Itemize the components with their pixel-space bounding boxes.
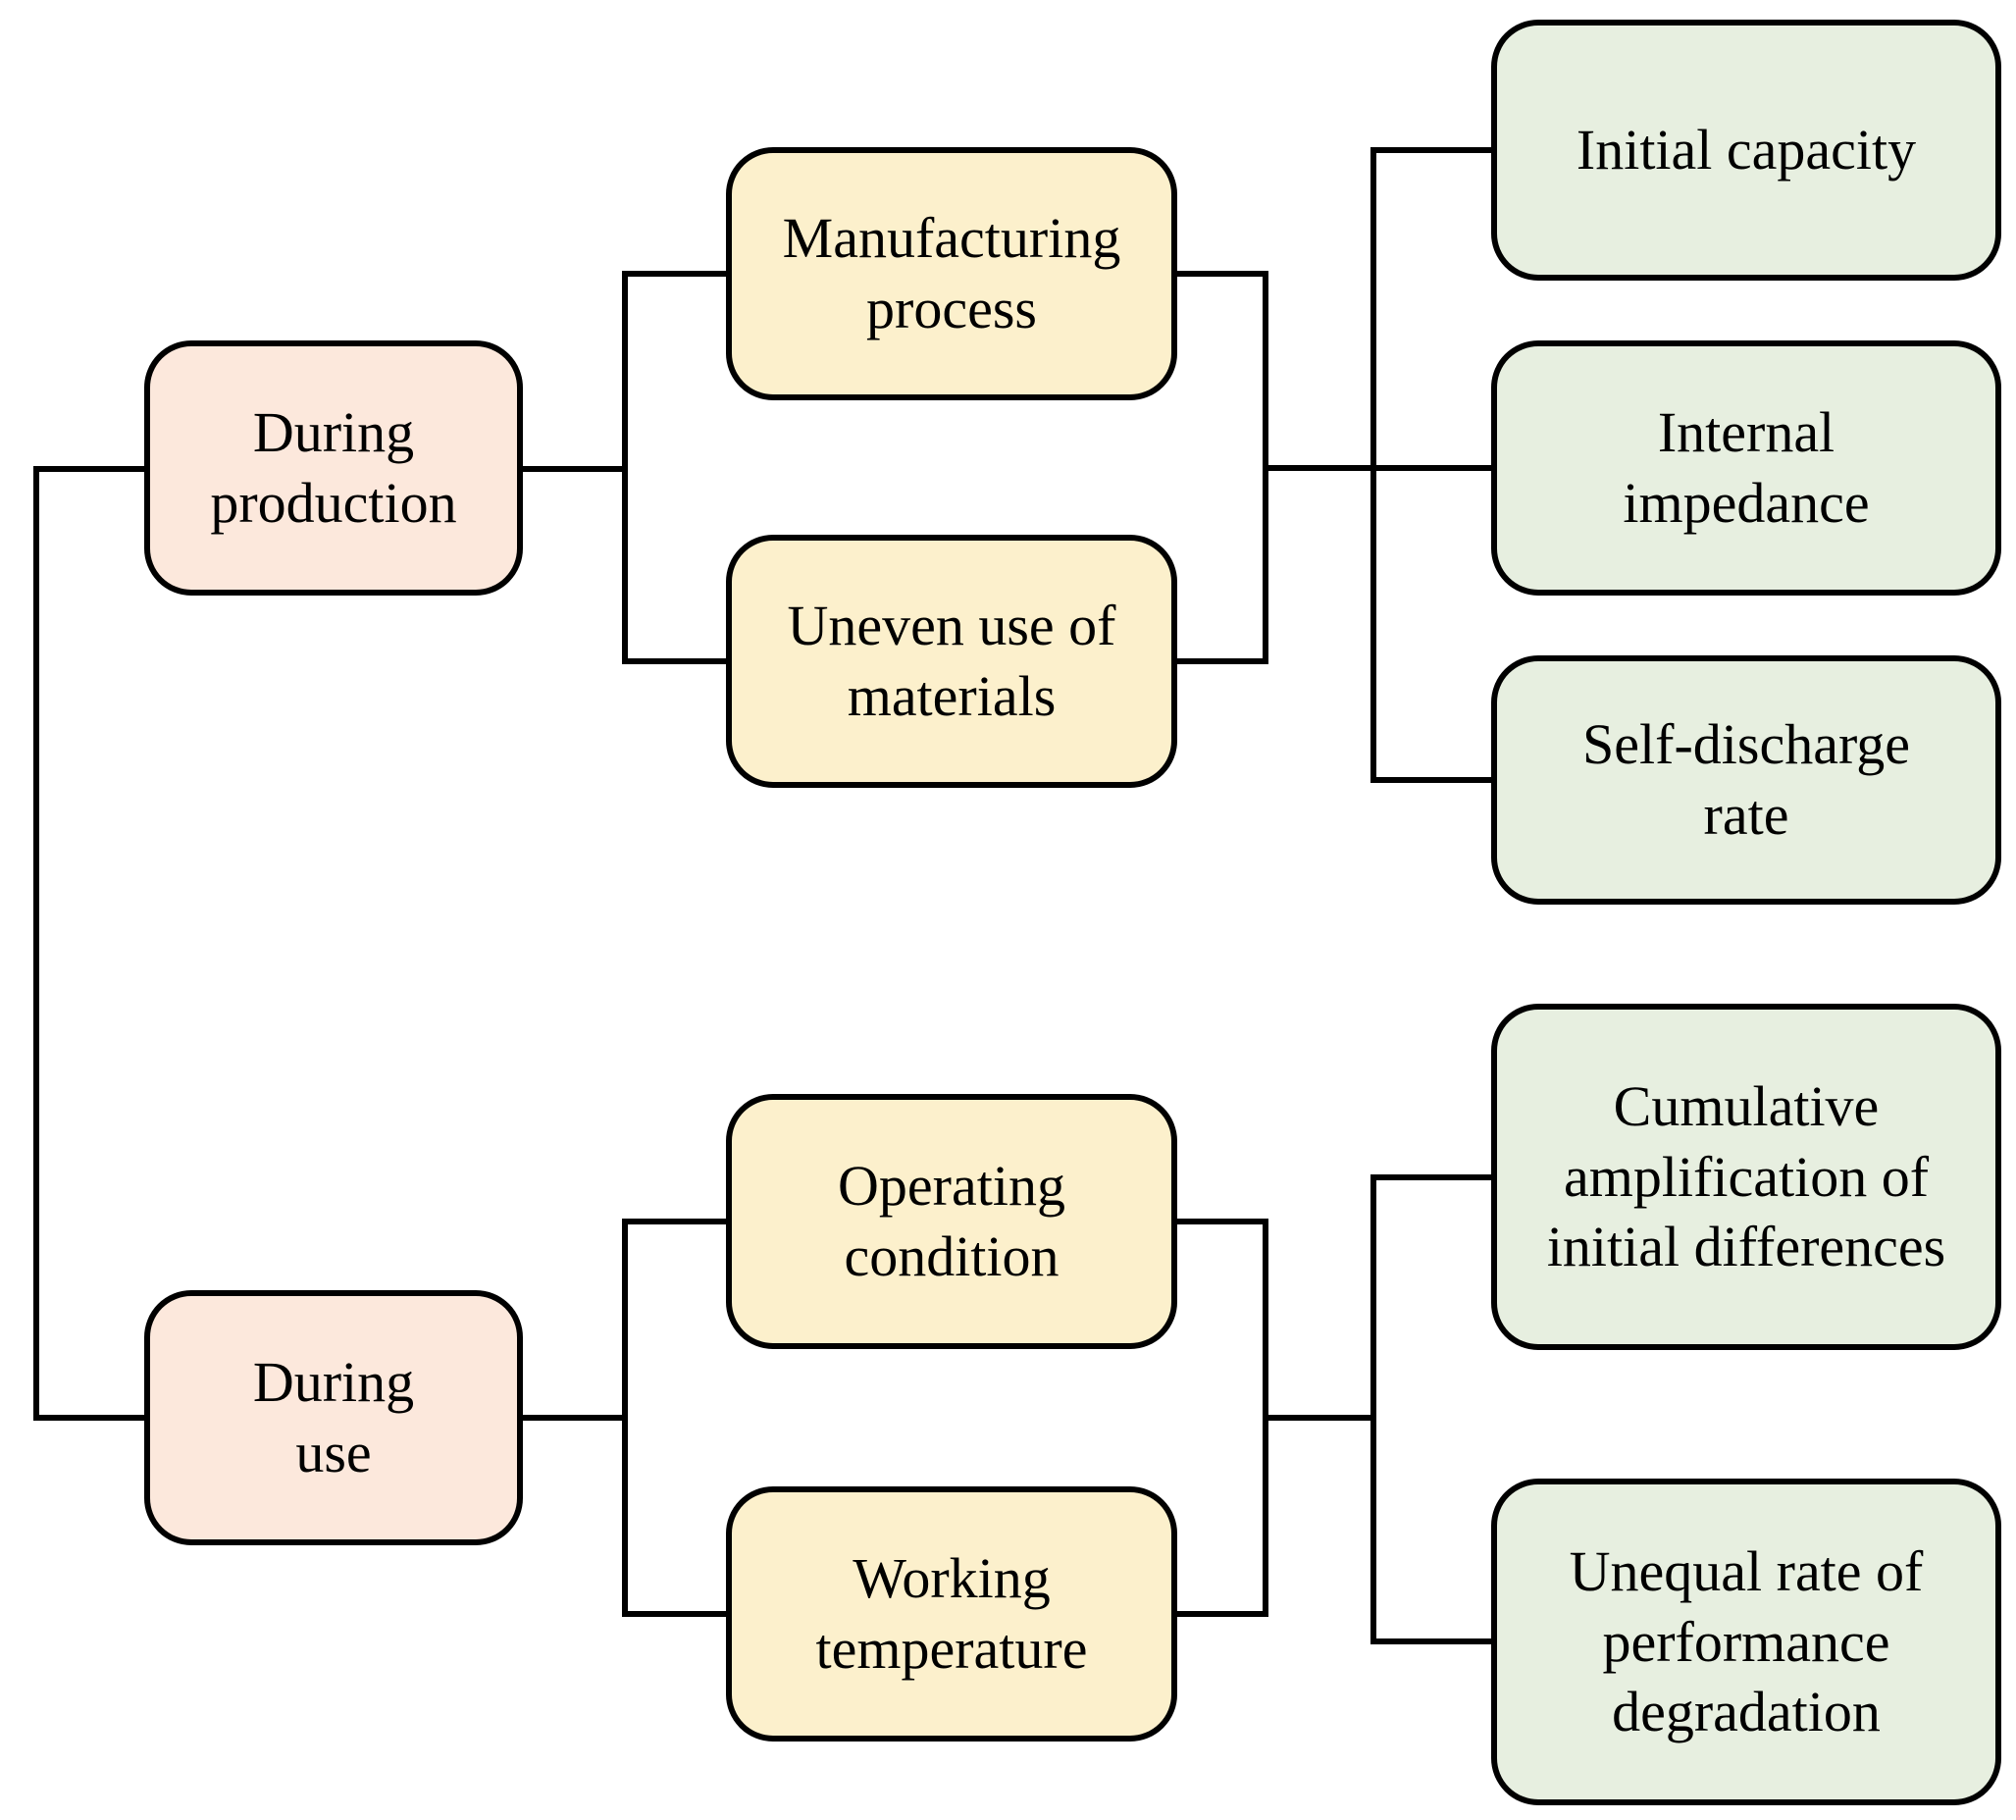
node-self-discharge-rate-line-1: Self-discharge: [1582, 712, 1910, 777]
node-operating-condition-line-2: condition: [844, 1224, 1060, 1288]
connector-use-causes-bracket: [622, 1219, 726, 1617]
connector-production-causes-bracket: [622, 271, 726, 664]
connector-use-causes-right-bracket: [1177, 1219, 1268, 1617]
node-manufacturing-process-line-1: Manufacturing: [782, 206, 1121, 271]
node-internal-impedance: Internal impedance: [1491, 340, 2001, 596]
node-cumulative-amplification-line-2: amplification of: [1563, 1144, 1930, 1209]
connector-production-effects-bracket: [1370, 147, 1491, 783]
node-during-use: During use: [144, 1290, 523, 1545]
node-self-discharge-rate: Self-discharge rate: [1491, 655, 2001, 905]
connector-stage-bracket-left: [33, 466, 144, 1421]
connector-use-effects-bracket: [1370, 1174, 1491, 1644]
node-internal-impedance-line-2: impedance: [1623, 471, 1870, 535]
node-cumulative-amplification: Cumulative amplification of initial diff…: [1491, 1004, 2001, 1350]
node-working-temperature-line-2: temperature: [815, 1617, 1088, 1681]
node-initial-capacity: Initial capacity: [1491, 20, 2001, 281]
node-working-temperature: Working temperature: [726, 1486, 1177, 1742]
node-during-use-line-2: use: [295, 1421, 372, 1484]
node-cumulative-amplification-line-3: initial differences: [1546, 1215, 1946, 1279]
node-during-production: During production: [144, 340, 523, 596]
node-during-production-line-2: production: [210, 471, 457, 535]
node-unequal-rate-line-3: degradation: [1612, 1680, 1881, 1744]
node-unequal-rate-line-2: performance: [1602, 1609, 1890, 1674]
node-working-temperature-line-1: Working: [853, 1546, 1051, 1611]
node-during-use-line-1: During: [252, 1350, 415, 1415]
node-manufacturing-process: Manufacturing process: [726, 147, 1177, 400]
node-uneven-use-of-materials: Uneven use of materials: [726, 535, 1177, 788]
connector-production-causes-right-bracket: [1177, 271, 1268, 664]
node-unequal-rate-line-1: Unequal rate of: [1569, 1538, 1924, 1603]
node-internal-impedance-line-1: Internal: [1657, 400, 1835, 465]
node-self-discharge-rate-line-2: rate: [1703, 783, 1789, 847]
node-unequal-rate: Unequal rate of performance degradation: [1491, 1479, 2001, 1805]
node-manufacturing-process-line-2: process: [866, 277, 1037, 340]
node-during-production-line-1: During: [252, 400, 415, 465]
node-uneven-use-of-materials-line-1: Uneven use of: [787, 594, 1116, 658]
node-uneven-use-of-materials-line-2: materials: [847, 664, 1057, 728]
node-initial-capacity-line-1: Initial capacity: [1576, 118, 1917, 182]
node-cumulative-amplification-line-1: Cumulative: [1613, 1073, 1880, 1138]
node-operating-condition: Operating condition: [726, 1094, 1177, 1349]
node-operating-condition-line-1: Operating: [838, 1154, 1065, 1219]
